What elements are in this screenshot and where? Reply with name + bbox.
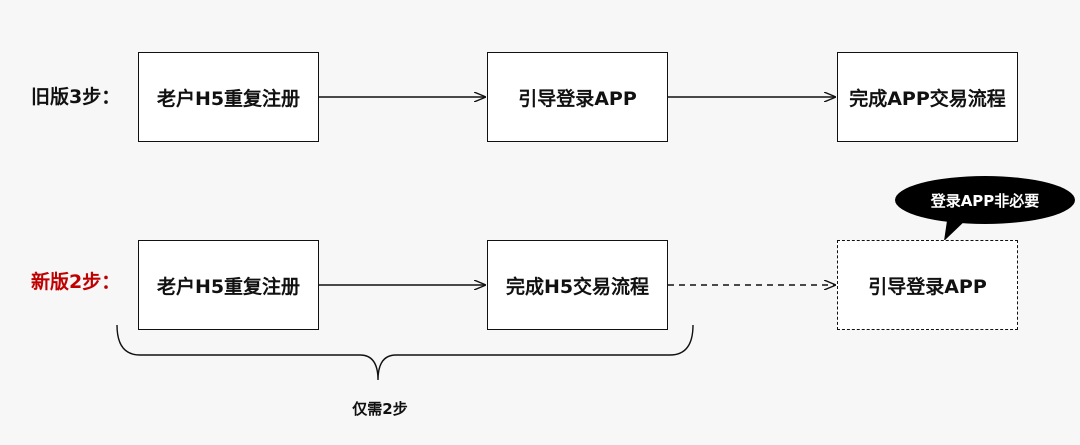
brace-label: 仅需2步 [352, 400, 408, 418]
old-step-guide-login-app: 引导登录APP [487, 52, 668, 142]
old-step-complete-app-trade: 完成APP交易流程 [837, 52, 1018, 142]
old-step-register: 老户H5重复注册 [138, 52, 319, 142]
new-step-complete-h5-trade: 完成H5交易流程 [487, 240, 668, 330]
new-step-guide-login-app-optional: 引导登录APP [837, 240, 1018, 330]
callout-bubble [895, 176, 1075, 241]
callout-text: 登录APP非必要 [930, 191, 1040, 210]
old-flow-label: 旧版3步： [31, 86, 121, 108]
new-step-register: 老户H5重复注册 [138, 240, 319, 330]
new-flow-brace [116, 324, 694, 381]
new-flow-label: 新版2步： [31, 271, 121, 293]
